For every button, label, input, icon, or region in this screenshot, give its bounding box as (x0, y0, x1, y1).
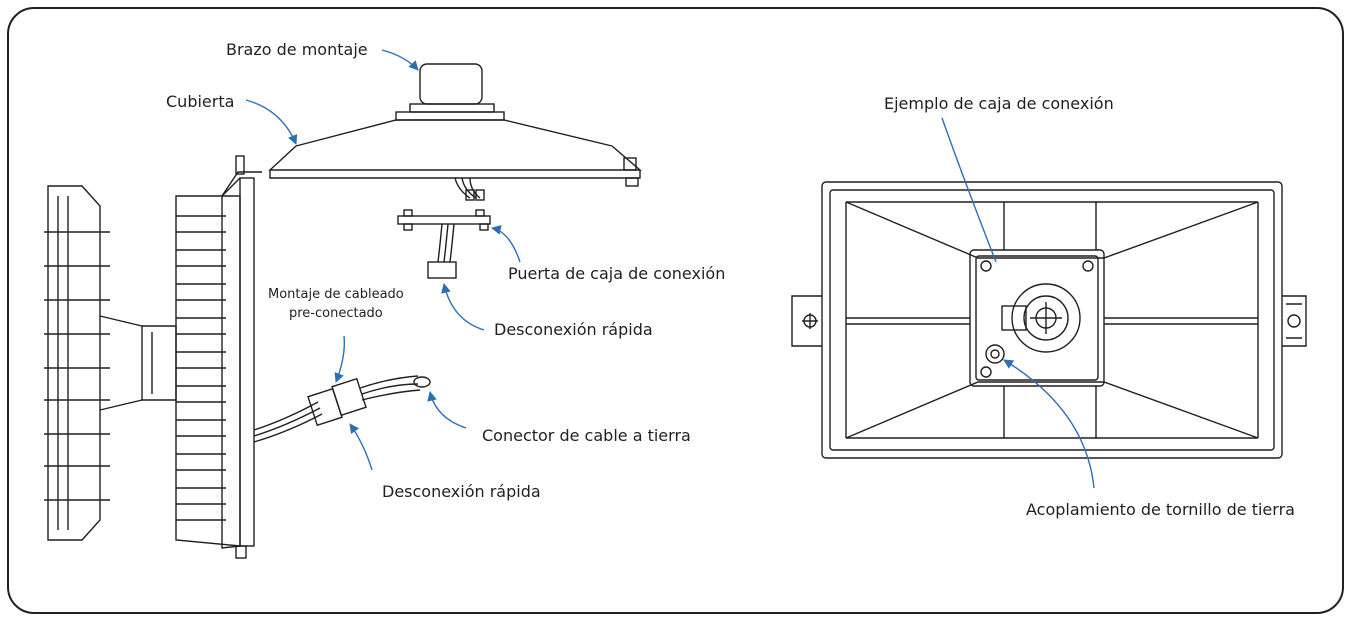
label-ejemplo-de-caja: Ejemplo de caja de conexión (884, 94, 1114, 113)
fixture-side-view (44, 63, 642, 559)
label-acoplamiento-tornillo: Acoplamiento de tornillo de tierra (1026, 500, 1295, 519)
label-desconexion-rapida-bottom: Desconexión rápida (382, 482, 541, 501)
label-puerta-de-caja: Puerta de caja de conexión (508, 264, 726, 283)
arrow-acoplamiento (1003, 359, 1095, 489)
arrow-conector (427, 391, 467, 429)
label-montaje-line1: Montaje de cableado (268, 287, 404, 302)
arrow-brazo (381, 49, 419, 71)
outer-frame (7, 7, 1344, 614)
arrow-desconexion-bottom (349, 423, 373, 471)
arrow-desconexion-top (441, 283, 485, 331)
arrow-cubierta (245, 99, 298, 145)
junction-box-top-view (791, 181, 1307, 459)
label-cubierta: Cubierta (166, 92, 235, 111)
arrow-montaje (334, 335, 346, 383)
label-conector-de-cable: Conector de cable a tierra (482, 426, 691, 445)
arrow-puerta (491, 225, 521, 263)
label-desconexion-rapida-top: Desconexión rápida (494, 320, 653, 339)
label-montaje-line2: pre-conectado (288, 305, 383, 321)
label-brazo-de-montaje: Brazo de montaje (226, 40, 368, 59)
label-montaje-de-cableado: Montaje de cableado pre-conectado (268, 286, 404, 324)
arrow-ejemplo (941, 117, 997, 263)
leader-arrows (245, 49, 1095, 489)
